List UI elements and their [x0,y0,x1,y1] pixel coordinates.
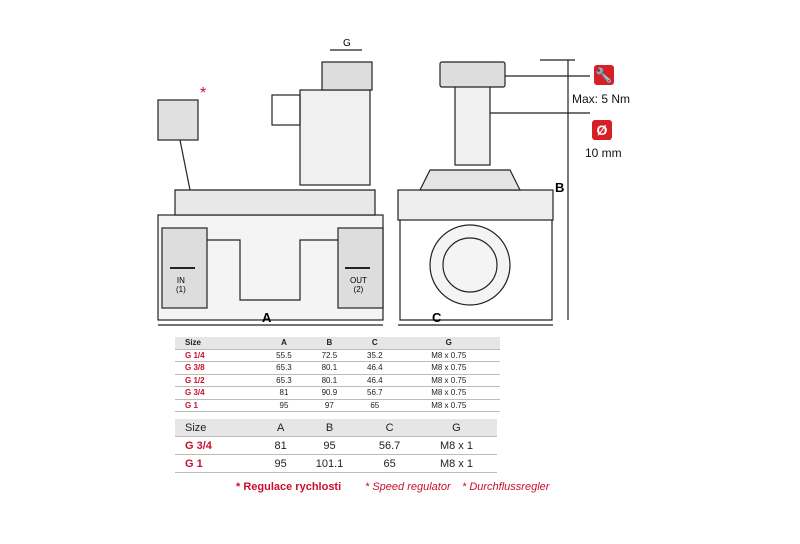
cell: 55.5 [261,349,307,362]
cell: 80.1 [306,374,353,387]
cell: M8 x 1 [415,436,497,455]
cell: M8 x 0.75 [397,374,500,387]
cell: G 1/2 [175,374,262,387]
cell: 95 [295,436,364,455]
dim-label-b: B [555,180,565,195]
cell: 80.1 [306,361,353,375]
out-port: (2) [353,285,364,294]
cell: 81 [261,386,307,400]
note-czech: * Regulace rychlosti [236,481,342,493]
inlet-label: IN(1) [176,276,186,294]
header-g: G [415,419,497,437]
cell: 56.7 [352,386,398,400]
speed-regulator-asterisk: * [200,85,207,102]
cell: 65.3 [261,361,307,375]
in-label: IN [176,276,185,285]
cell: 65 [363,454,416,473]
header-c: C [352,337,398,350]
cell: 95 [265,454,296,473]
dim-label-c: C [432,310,442,325]
cell: 56.7 [363,436,416,455]
wrench-icon: 🔧 [594,65,614,85]
cell: 46.4 [352,374,398,387]
cell: G 3/8 [175,361,262,375]
out-label: OUT [350,276,367,285]
cell: M8 x 0.75 [397,386,500,400]
cell: 65 [352,399,398,412]
header-a: A [261,337,307,350]
cell: M8 x 0.75 [397,349,500,362]
header-g: G [397,337,500,350]
diameter-text: 10 mm [585,146,622,160]
cell: 46.4 [352,361,398,375]
header-b: B [295,419,364,437]
cell: G 3/4 [175,436,266,455]
outlet-label: OUT(2) [350,276,367,294]
header-size: Size [175,337,262,350]
in-port: (1) [176,285,186,294]
cell: 97 [306,399,353,412]
header-a: A [265,419,296,437]
cell: 95 [261,399,307,412]
note-german: * Durchflussregler [462,481,550,493]
cell: G 3/4 [175,386,262,400]
cell: M8 x 0.75 [397,399,500,412]
cell: G 1 [175,399,262,412]
torque-text: Max: 5 Nm [572,92,631,106]
header-b: B [306,337,353,350]
cell: M8 x 0.75 [397,361,500,375]
cell: G 1/4 [175,349,262,362]
cell: 101.1 [295,454,364,473]
cell: 35.2 [352,349,398,362]
cell: M8 x 1 [415,454,497,473]
header-c: C [363,419,416,437]
cell: 72.5 [306,349,353,362]
cell: G 1 [175,454,266,473]
dim-label-a: A [262,310,272,325]
note-english: * Speed regulator [365,481,451,493]
cell: 90.9 [306,386,353,400]
diameter-icon: Ø [592,120,612,140]
dim-label-g: G [343,38,351,49]
header-size: Size [175,419,266,437]
cell: 65.3 [261,374,307,387]
cell: 81 [265,436,296,455]
